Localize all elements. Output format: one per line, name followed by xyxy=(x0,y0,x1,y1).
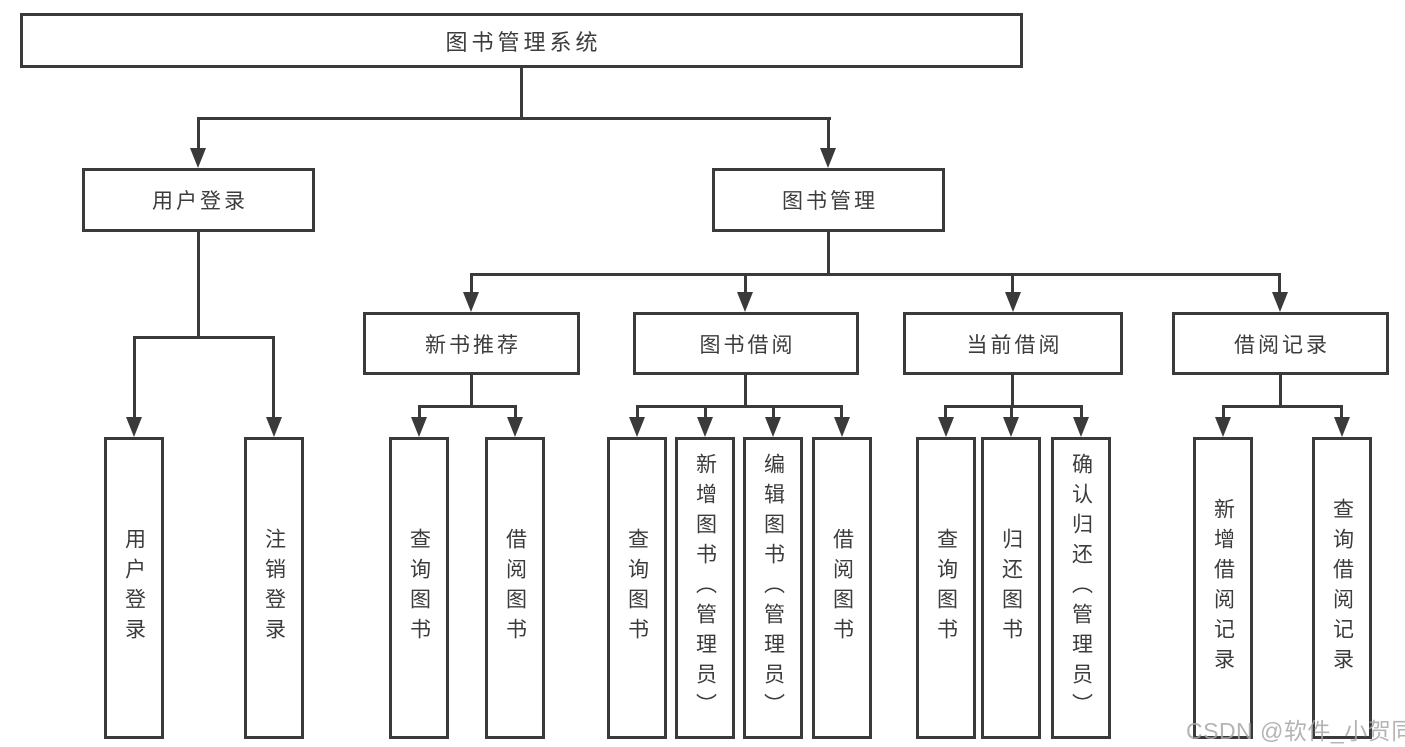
node-label: 查询图书 xyxy=(407,528,431,648)
arrow-down-icon xyxy=(629,417,645,437)
node-label: 注销登录 xyxy=(262,528,286,648)
arrow-down-icon xyxy=(463,292,479,312)
connector-line xyxy=(704,405,707,421)
node-label: 新增图书（管理员） xyxy=(693,453,717,723)
connector-line xyxy=(418,405,517,408)
connector-line xyxy=(840,405,843,421)
node-label: 编辑图书（管理员） xyxy=(761,453,785,723)
arrow-down-icon xyxy=(507,417,523,437)
arrow-down-icon xyxy=(1334,417,1350,437)
node-label: 用户登录 xyxy=(122,528,146,648)
connector-line xyxy=(418,405,421,421)
connector-line xyxy=(1010,405,1013,421)
leaf-borrow-book: 借阅图书 xyxy=(812,437,872,739)
connector-line xyxy=(1279,373,1282,407)
connector-line xyxy=(470,273,1281,276)
connector-line xyxy=(944,405,947,421)
connector-line xyxy=(944,405,1083,408)
arrow-down-icon xyxy=(126,417,142,437)
node-label: 查询借阅记录 xyxy=(1330,498,1354,678)
connector-line xyxy=(1340,405,1343,421)
arrow-down-icon xyxy=(1003,417,1019,437)
connector-line xyxy=(272,336,275,419)
arrow-down-icon xyxy=(1005,292,1021,312)
node-borrow-records: 借阅记录 xyxy=(1172,312,1389,375)
leaf-query-book-recommend: 查询图书 xyxy=(389,437,449,739)
node-book-management: 图书管理 xyxy=(712,168,945,232)
node-book-borrow: 图书借阅 xyxy=(633,312,859,375)
connector-line xyxy=(133,336,275,339)
leaf-edit-book-admin: 编辑图书（管理员） xyxy=(743,437,803,739)
node-label: 借阅图书 xyxy=(503,528,527,648)
leaf-borrow-book-recommend: 借阅图书 xyxy=(485,437,545,739)
connector-line xyxy=(1222,405,1225,421)
connector-line xyxy=(1222,405,1343,408)
node-new-book-recommend: 新书推荐 xyxy=(363,312,580,375)
connector-line xyxy=(827,232,830,275)
leaf-query-book-borrow: 查询图书 xyxy=(607,437,667,739)
arrow-down-icon xyxy=(266,417,282,437)
node-label: 图书管理 xyxy=(782,190,878,213)
connector-line xyxy=(197,232,200,336)
leaf-logout-login: 注销登录 xyxy=(244,437,304,739)
arrow-down-icon xyxy=(411,417,427,437)
arrow-down-icon xyxy=(1215,417,1231,437)
connector-line xyxy=(744,273,747,295)
csdn-watermark: CSDN @软件_小贺同学 xyxy=(1186,718,1405,744)
leaf-return-book: 归还图书 xyxy=(981,437,1041,739)
connector-line xyxy=(197,117,200,152)
arrow-down-icon xyxy=(737,292,753,312)
node-label: 确认归还（管理员） xyxy=(1069,453,1093,723)
leaf-user-login: 用户登录 xyxy=(104,437,164,739)
node-label: 图书管理系统 xyxy=(445,29,602,55)
connector-line xyxy=(1011,273,1014,295)
connector-line xyxy=(744,373,747,407)
node-label: 归还图书 xyxy=(999,528,1023,648)
connector-line xyxy=(636,405,843,408)
connector-line xyxy=(514,405,517,421)
arrow-down-icon xyxy=(820,148,836,168)
arrow-down-icon xyxy=(1272,292,1288,312)
connector-line xyxy=(133,336,136,419)
connector-line xyxy=(772,405,775,421)
arrow-down-icon xyxy=(834,417,850,437)
node-label: 借阅记录 xyxy=(1234,333,1330,357)
leaf-confirm-return-admin: 确认归还（管理员） xyxy=(1051,437,1111,739)
arrow-down-icon xyxy=(697,417,713,437)
connector-line xyxy=(1080,405,1083,421)
connector-line xyxy=(636,405,639,421)
connector-line xyxy=(520,66,523,117)
node-user-login: 用户登录 xyxy=(82,168,315,232)
node-library-management-system: 图书管理系统 xyxy=(20,13,1023,68)
arrow-down-icon xyxy=(190,148,206,168)
node-label: 新书推荐 xyxy=(425,333,521,357)
node-label: 借阅图书 xyxy=(830,528,854,648)
node-label: 查询图书 xyxy=(625,528,649,648)
node-current-borrow: 当前借阅 xyxy=(903,312,1123,375)
node-label: 查询图书 xyxy=(934,528,958,648)
arrow-down-icon xyxy=(1073,417,1089,437)
leaf-add-borrow-record: 新增借阅记录 xyxy=(1193,437,1253,739)
connector-line xyxy=(470,373,473,407)
arrow-down-icon xyxy=(938,417,954,437)
arrow-down-icon xyxy=(765,417,781,437)
node-label: 新增借阅记录 xyxy=(1211,498,1235,678)
connector-line xyxy=(470,273,473,295)
node-label: 当前借阅 xyxy=(966,333,1063,357)
connector-line xyxy=(197,117,831,120)
connector-line xyxy=(1011,373,1014,407)
leaf-add-book-admin: 新增图书（管理员） xyxy=(675,437,735,739)
connector-line xyxy=(1278,273,1281,295)
connector-line xyxy=(827,117,830,152)
node-label: 用户登录 xyxy=(152,190,248,213)
node-label: 图书借阅 xyxy=(699,333,796,357)
leaf-query-book-current: 查询图书 xyxy=(916,437,976,739)
leaf-query-borrow-record: 查询借阅记录 xyxy=(1312,437,1372,739)
